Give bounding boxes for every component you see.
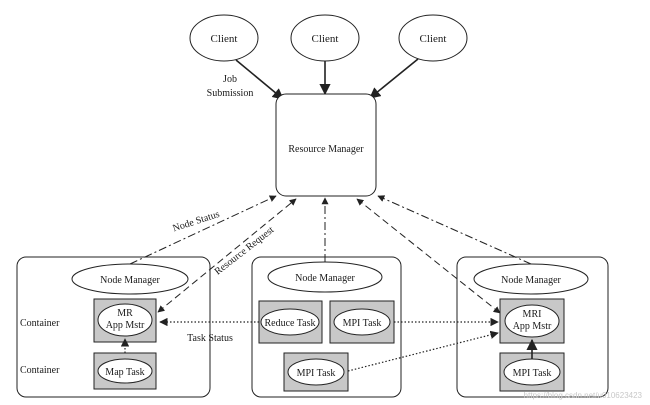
mpi-task-middle-top: MPI Task (329, 300, 395, 344)
client-label-2: Client (312, 33, 339, 45)
client-node-1: Client (189, 14, 259, 62)
task-status-label: Task Status (187, 333, 233, 344)
mpi-app-master-task: MRI App Mstr (499, 298, 565, 344)
mpi-task-right-label: MPI Task (513, 368, 552, 379)
client-label-3: Client (420, 33, 447, 45)
job-submission-label-1: Job (223, 74, 237, 85)
client-node-3: Client (398, 14, 468, 62)
mpi-task-middle-top-label: MPI Task (343, 318, 382, 329)
mpi-app-master-label-1: MRI (523, 309, 542, 320)
client-1-arrow (235, 59, 284, 100)
node-status-arrow-left (129, 195, 277, 265)
node-manager-label-middle: Node Manager (295, 273, 355, 284)
mpi-task-right: MPI Task (499, 352, 565, 392)
resource-request-arrow-left (157, 198, 297, 313)
reduce-task-label: Reduce Task (264, 318, 315, 329)
container-label-2: Container (20, 365, 60, 376)
mpi-task-middle-bottom-label: MPI Task (297, 368, 336, 379)
mr-app-master-label-2: App Mstr (106, 320, 145, 331)
watermark: https://blog.csdn.net/u010623423 (524, 391, 643, 400)
node-manager-middle: Node Manager (267, 261, 383, 293)
node-status-arrow-right (377, 195, 532, 265)
task-status-arrow-mpi-bottom (347, 330, 499, 372)
map-task-label: Map Task (105, 367, 144, 378)
reduce-task: Reduce Task (258, 300, 323, 344)
node-status-label: Node Status (171, 209, 221, 235)
node-manager-right: Node Manager (473, 263, 589, 295)
client-3-arrow (369, 58, 419, 99)
resource-request-arrow-right (356, 198, 501, 314)
resource-manager-node: Resource Manager (275, 93, 377, 197)
container-label-1: Container (20, 318, 60, 329)
mr-app-master-task: MR App Mstr (93, 298, 157, 343)
mr-app-master-label-1: MR (117, 308, 133, 319)
node-manager-label-left: Node Manager (100, 275, 160, 286)
job-submission-label-2: Submission (207, 88, 254, 99)
resource-manager-label: Resource Manager (288, 144, 364, 155)
map-task: Map Task (93, 352, 157, 390)
mpi-task-middle-bottom: MPI Task (283, 352, 349, 392)
client-node-2: Client (290, 14, 360, 62)
node-manager-left: Node Manager (71, 263, 189, 295)
client-label-1: Client (211, 33, 238, 45)
node-manager-label-right: Node Manager (501, 275, 561, 286)
mpi-app-master-label-2: App Mstr (513, 321, 552, 332)
